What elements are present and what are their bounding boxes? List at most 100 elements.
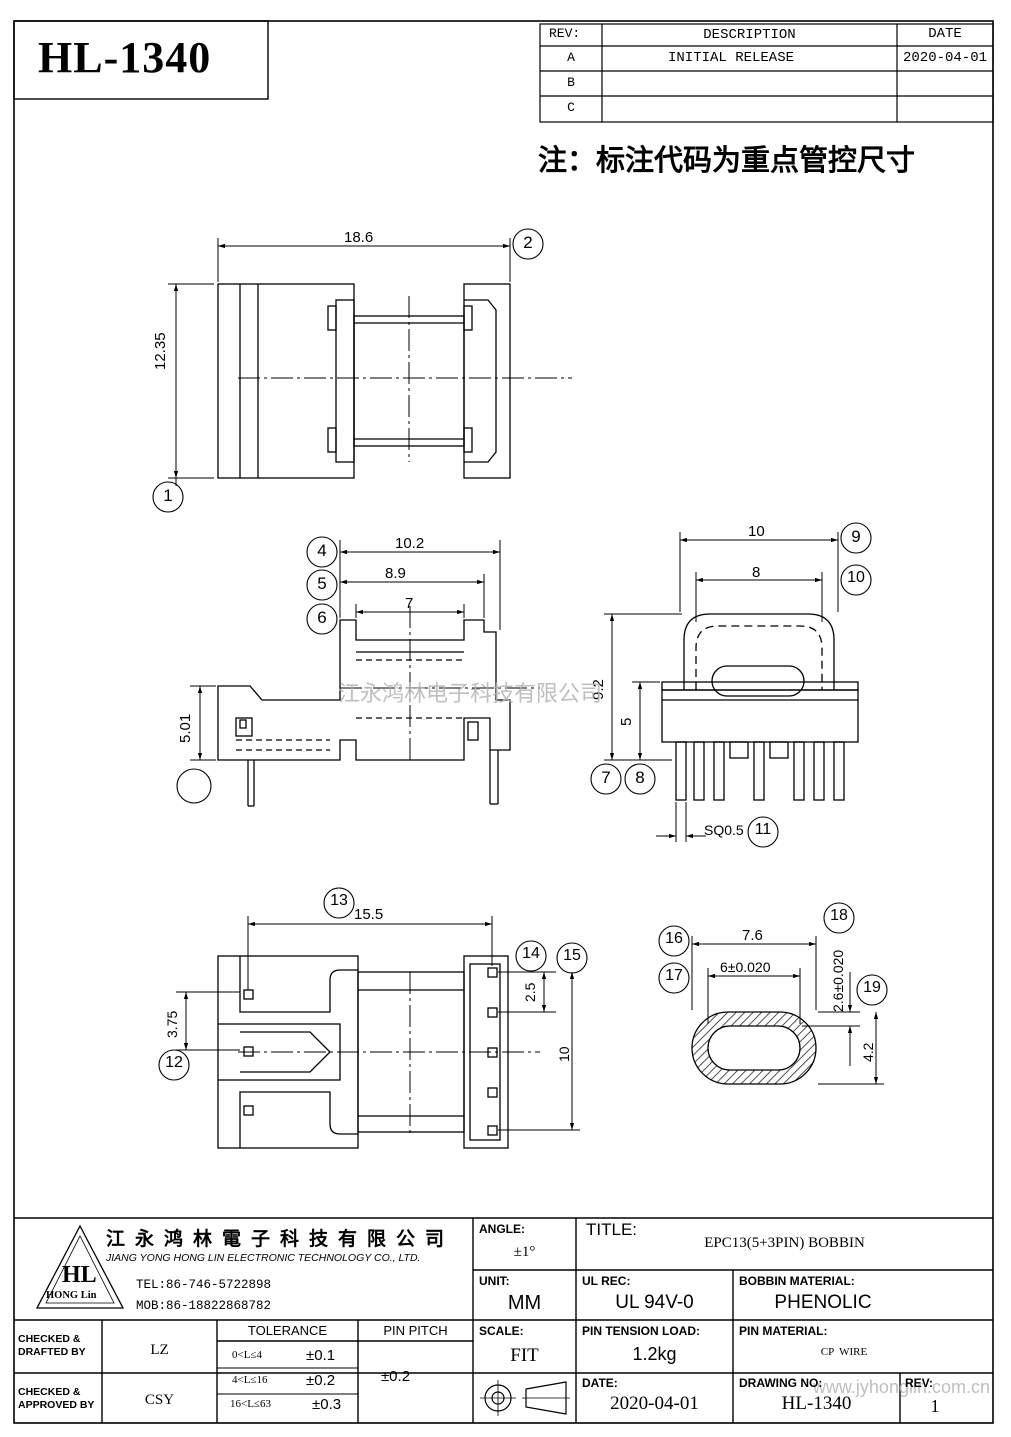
callout-circle bbox=[515, 940, 547, 972]
drawing-no-value: HL-1340 bbox=[781, 1393, 852, 1414]
logo-subtext: HONG Lin bbox=[46, 1290, 97, 1301]
company-name-en: JIANG YONG HONG LIN ELECTRONIC TECHNOLOG… bbox=[106, 1252, 421, 1264]
control-dimension-note: 注：标注代码为重点管控尺寸 bbox=[538, 145, 916, 177]
callout-circle bbox=[658, 925, 690, 957]
bobbin-material-label: BOBBIN MATERIAL: bbox=[739, 1274, 855, 1288]
logo-text: HL bbox=[62, 1262, 97, 1288]
rev-a-description: INITIAL RELEASE bbox=[667, 50, 795, 66]
checked-approved-label-line1: CHECKED & bbox=[18, 1386, 81, 1398]
rev-a: A bbox=[567, 50, 575, 65]
callout-circle bbox=[658, 962, 690, 994]
dim-core-height: 4.2 bbox=[860, 1042, 876, 1062]
callout-circle bbox=[306, 569, 338, 601]
company-mob: MOB:86-18822868782 bbox=[136, 1299, 272, 1313]
unit-value: MM bbox=[507, 1292, 542, 1314]
callout-9: 9 bbox=[851, 527, 861, 546]
scale-value: FIT bbox=[510, 1345, 539, 1366]
dim-bottom-span: 10 bbox=[556, 1046, 572, 1062]
callout-6: 6 bbox=[317, 608, 327, 627]
dim-front-w1: 10 bbox=[748, 523, 765, 540]
part-number-box bbox=[13, 20, 269, 100]
callout-circle bbox=[590, 763, 622, 795]
revision-table-grid bbox=[539, 23, 994, 123]
company-logo-mark bbox=[35, 1224, 125, 1309]
callout-18: 18 bbox=[830, 907, 848, 924]
date-header: DATE bbox=[928, 26, 962, 42]
checked-drafted-label: CHECKED & DRAFTED BY bbox=[18, 1333, 86, 1359]
rev-label: REV: bbox=[905, 1376, 934, 1390]
dim-core-outer: 7.6 bbox=[742, 927, 763, 944]
title-value: EPC13(5+3PIN) BOBBIN bbox=[704, 1235, 865, 1251]
part-number-title: HL-1340 bbox=[38, 33, 212, 82]
watermark-center: 江永鸿林电子科技有限公司 bbox=[338, 681, 603, 706]
callout-2: 2 bbox=[523, 233, 533, 252]
dim-pin-square: SQ0.5 bbox=[704, 822, 744, 838]
callout-circle bbox=[624, 763, 656, 795]
tolerance-value-3: ±0.3 bbox=[312, 1396, 342, 1413]
pin-pitch-label: PIN PITCH bbox=[383, 1323, 448, 1338]
bottom-view bbox=[176, 916, 580, 1149]
checked-drafted-label-line2: DRAFTED BY bbox=[18, 1346, 86, 1358]
pin-tension-label: PIN TENSION LOAD: bbox=[582, 1324, 701, 1338]
tolerance-range-3: 16<L≤63 bbox=[230, 1398, 271, 1410]
dim-bottom-length: 15.5 bbox=[354, 906, 384, 923]
callout-16: 16 bbox=[665, 930, 683, 947]
dim-bottom-side: 3.75 bbox=[164, 1010, 180, 1038]
checked-approved-label: CHECKED & APPROVED BY bbox=[18, 1386, 94, 1412]
company-name-cn: 江永鸿林電子科技有限公司 bbox=[106, 1229, 455, 1250]
title-label: TITLE: bbox=[586, 1220, 638, 1239]
callout-circle bbox=[158, 1049, 190, 1081]
callout-circle bbox=[823, 902, 855, 934]
top-view bbox=[168, 238, 572, 486]
ul-rec-label: UL REC: bbox=[582, 1274, 631, 1288]
callout-circle bbox=[323, 887, 355, 919]
rev-value: 1 bbox=[930, 1396, 940, 1416]
angle-label: ANGLE: bbox=[479, 1222, 525, 1236]
dim-top-height: 12.35 bbox=[152, 332, 169, 370]
drafted-by: LZ bbox=[150, 1342, 169, 1358]
callout-3: 3 bbox=[179, 775, 209, 795]
tolerance-range-1: 0<L≤4 bbox=[232, 1349, 262, 1361]
callout-circle bbox=[840, 522, 872, 554]
callout-circle bbox=[152, 481, 184, 513]
callout-circle bbox=[556, 942, 588, 974]
dim-side-w1: 10.2 bbox=[395, 535, 425, 552]
dim-front-h2: 5 bbox=[618, 717, 635, 726]
callout-8: 8 bbox=[635, 768, 645, 787]
callout-19: 19 bbox=[863, 979, 881, 996]
title-block-grid bbox=[14, 1217, 993, 1423]
pin-tension-value: 1.2kg bbox=[632, 1344, 677, 1364]
callout-4: 4 bbox=[317, 541, 327, 560]
dim-top-width: 18.6 bbox=[344, 229, 374, 246]
callout-circle bbox=[840, 564, 872, 596]
dim-front-w2: 8 bbox=[752, 564, 761, 581]
pin-material-label: PIN MATERIAL: bbox=[739, 1324, 828, 1338]
rev-a-date: 2020-04-01 bbox=[902, 50, 987, 66]
date-value: 2020-04-01 bbox=[610, 1393, 699, 1414]
callout-14: 14 bbox=[522, 945, 540, 962]
callout-circle bbox=[176, 768, 212, 804]
approved-by: CSY bbox=[144, 1392, 175, 1408]
date-label: DATE: bbox=[582, 1376, 618, 1390]
callout-1: 1 bbox=[163, 486, 173, 505]
rev-c: C bbox=[567, 100, 575, 115]
callout-17: 17 bbox=[665, 967, 683, 984]
tolerance-value-2: ±0.2 bbox=[306, 1372, 336, 1389]
callout-11: 11 bbox=[754, 821, 772, 838]
front-view bbox=[604, 532, 859, 842]
dim-side-w3: 7 bbox=[405, 595, 414, 612]
dim-side-w2: 8.9 bbox=[385, 565, 406, 582]
tolerance-range-2: 4<L≤16 bbox=[232, 1374, 268, 1386]
bobbin-material-value: PHENOLIC bbox=[774, 1292, 872, 1313]
callout-circle bbox=[512, 228, 544, 260]
callout-15: 15 bbox=[563, 947, 581, 964]
company-tel: TEL:86-746-5722898 bbox=[136, 1278, 272, 1292]
pin-pitch-value: ±0.2 bbox=[380, 1368, 411, 1385]
callout-circle bbox=[306, 603, 338, 635]
sheet-border bbox=[13, 20, 994, 1424]
dim-core-wall: 2.6±0.020 bbox=[830, 949, 846, 1012]
callout-5: 5 bbox=[317, 574, 327, 593]
checked-drafted-label-line1: CHECKED & bbox=[18, 1333, 81, 1345]
checked-approved-label-line2: APPROVED BY bbox=[18, 1399, 95, 1411]
